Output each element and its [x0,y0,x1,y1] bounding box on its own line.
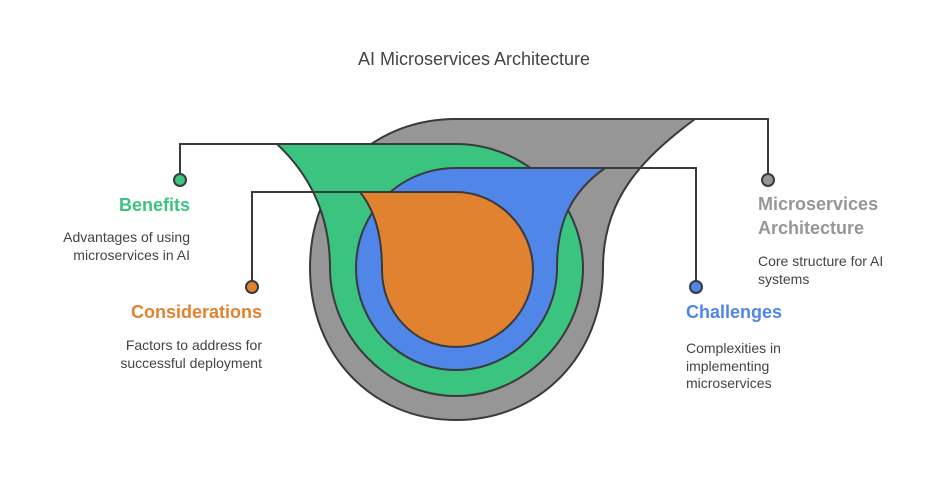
connector-architecture [680,118,769,180]
considerations-description: Factors to address for successful deploy… [120,337,262,371]
benefits-heading: Benefits [118,195,190,215]
challenges-heading: Challenges [686,302,783,322]
dot-challenges [689,280,703,294]
connector-challenges [590,167,697,287]
dot-considerations [245,280,259,294]
dot-benefits [173,173,187,187]
architecture-heading: Microservices Architecture [758,194,879,238]
architecture-description: Core structure for AI systems [758,253,884,287]
dot-architecture [761,173,775,187]
diagram-title: AI Microservices Architecture [357,49,591,69]
connector-considerations [251,191,372,287]
connector-benefits [179,143,300,180]
benefits-description: Advantages of using microservices in AI [63,229,190,263]
considerations-heading: Considerations [130,302,262,322]
challenges-description: Complexities in implementing microservic… [686,340,781,391]
layer-considerations [357,191,535,349]
